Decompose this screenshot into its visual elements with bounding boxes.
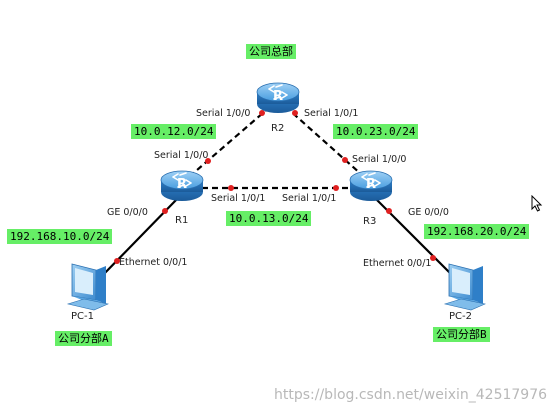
endpoint-pc2-eth xyxy=(430,255,436,261)
endpoint-r1-s101 xyxy=(228,185,234,191)
interface-label-pc2-eth: Ethernet 0/0/1 xyxy=(363,258,432,269)
pc1-computer-icon xyxy=(67,263,109,311)
network-label-r1-pc1: 192.168.10.0/24 xyxy=(7,229,113,244)
endpoint-r2-s100 xyxy=(259,110,265,116)
device-name-r3: R3 xyxy=(363,216,377,227)
interface-label-r1-to-r2: Serial 1/0/0 xyxy=(154,150,209,161)
endpoint-r1-s100 xyxy=(205,158,211,164)
network-label-r1-r2: 10.0.12.0/24 xyxy=(131,124,217,139)
interface-endpoints xyxy=(114,110,436,264)
endpoint-r2-s101 xyxy=(292,110,298,116)
endpoint-r3-s101 xyxy=(333,185,339,191)
pc2-computer-icon xyxy=(444,263,486,311)
endpoint-pc1-eth xyxy=(114,258,120,264)
interface-label-r3-ge: GE 0/0/0 xyxy=(408,207,449,218)
interface-label-r3-to-r1: Serial 1/0/1 xyxy=(282,193,337,204)
network-label-r1-r3: 10.0.13.0/24 xyxy=(226,211,312,226)
device-name-r1: R1 xyxy=(175,215,189,226)
interface-label-pc1-eth: Ethernet 0/0/1 xyxy=(119,257,188,268)
endpoint-r3-ge xyxy=(386,208,392,214)
watermark-url: https://blog.csdn.net/weixin_42517976 xyxy=(274,387,548,403)
site-label-hq: 公司总部 xyxy=(246,44,296,59)
endpoint-r3-s100 xyxy=(342,157,348,163)
interface-label-r1-to-r3: Serial 1/0/1 xyxy=(211,193,266,204)
site-label-branch-b: 公司分部B xyxy=(433,327,490,342)
site-label-branch-a: 公司分部A xyxy=(55,331,112,346)
network-label-r2-r3: 10.0.23.0/24 xyxy=(333,124,419,139)
device-name-pc2: PC-2 xyxy=(449,311,472,322)
interface-label-r2-to-r3: Serial 1/0/1 xyxy=(304,108,359,119)
device-name-r2: R2 xyxy=(271,123,285,134)
router-r3-glyph: R xyxy=(366,177,376,192)
router-r2-glyph: R xyxy=(273,89,283,104)
mouse-pointer-icon xyxy=(531,195,543,212)
interface-label-r1-ge: GE 0/0/0 xyxy=(107,207,148,218)
interface-label-r3-to-r2: Serial 1/0/0 xyxy=(352,154,407,165)
router-r1-glyph: R xyxy=(177,177,187,192)
network-label-r3-pc2: 192.168.20.0/24 xyxy=(424,224,530,239)
endpoint-r1-ge xyxy=(162,208,168,214)
device-name-pc1: PC-1 xyxy=(71,311,94,322)
interface-label-r2-to-r1: Serial 1/0/0 xyxy=(196,108,251,119)
